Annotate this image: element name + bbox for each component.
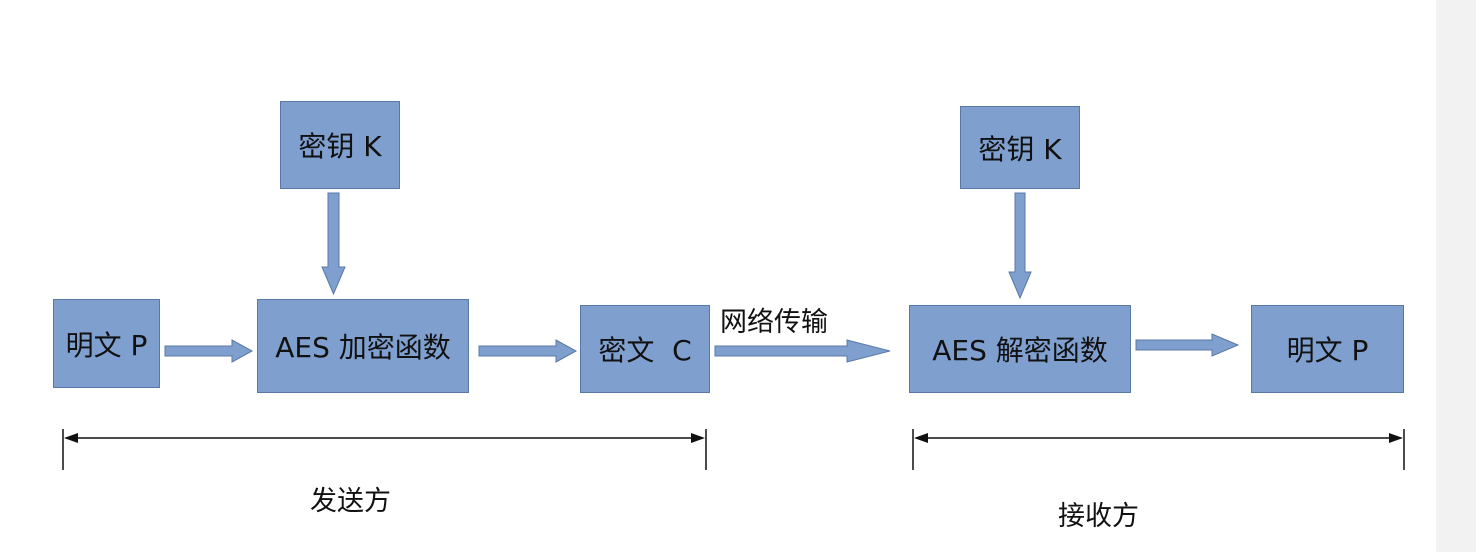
encrypt-to-ciphertext-arrow [478,339,578,363]
transmission-label: 网络传输 [720,307,828,338]
receiver-key-arrow [1008,192,1032,300]
sender-plaintext-box: 明文 P [53,299,160,388]
encrypt-function-label: AES 加密函数 [275,331,451,364]
sender-key-box: 密钥 K [280,101,400,189]
page-edge-strip [1436,0,1476,552]
receiver-key-label: 密钥 K [978,132,1062,166]
receiver-side-label: 接收方 [1058,501,1139,532]
sender-side-label: 发送方 [310,486,391,517]
sender-span-line [62,429,707,470]
receiver-span-line [912,429,1405,470]
ciphertext-box: 密文 C [580,305,710,393]
sender-key-label: 密钥 K [298,130,382,163]
sender-plaintext-label: 明文 P [65,328,148,362]
transmission-arrow [714,339,891,363]
decrypt-to-plaintext-arrow [1135,333,1240,357]
receiver-key-box: 密钥 K [960,106,1080,189]
receiver-plaintext-box: 明文 P [1251,305,1404,393]
plaintext-to-encrypt-arrow [164,339,254,363]
ciphertext-label: 密文 C [598,334,692,367]
receiver-plaintext-label: 明文 P [1286,334,1369,367]
decrypt-function-label: AES 解密函数 [932,334,1108,367]
decrypt-function-box: AES 解密函数 [909,305,1131,393]
sender-key-arrow [321,192,346,296]
encrypt-function-box: AES 加密函数 [257,299,469,393]
